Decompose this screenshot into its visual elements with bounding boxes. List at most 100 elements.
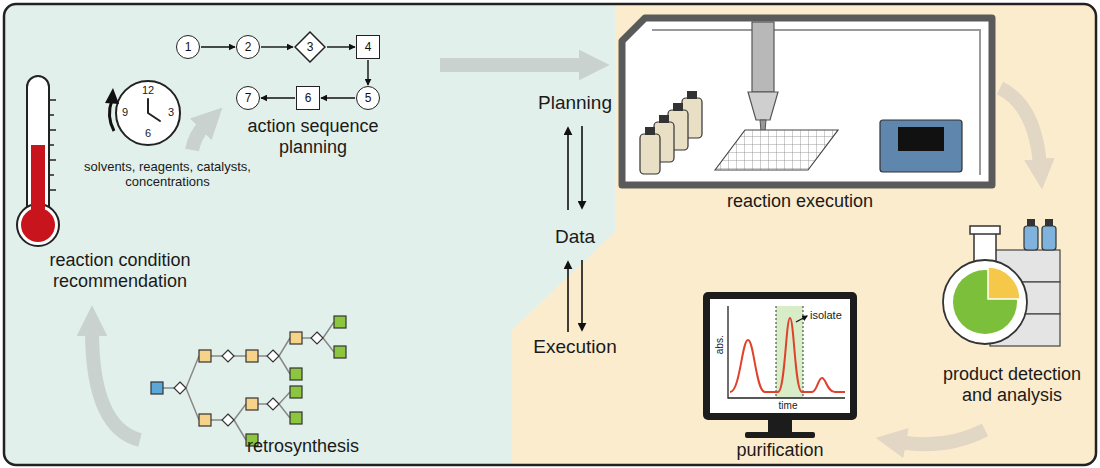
drawing-path bbox=[110, 100, 114, 131]
drawing-rect bbox=[768, 420, 792, 432]
flow-arrow bbox=[327, 46, 355, 47]
thermometer-icon bbox=[17, 76, 59, 246]
retrosynthesis-tree bbox=[151, 316, 346, 446]
drawing-rect bbox=[246, 350, 258, 362]
decision-diamond: 3 bbox=[294, 31, 326, 63]
drawing-rect bbox=[970, 226, 1000, 234]
step-circle: 5 bbox=[356, 86, 380, 110]
drawing-rect bbox=[199, 350, 211, 362]
drawing-path bbox=[174, 382, 186, 394]
step-label: product detection and analysis bbox=[928, 364, 1096, 405]
clock-number: 3 bbox=[164, 106, 178, 119]
drawing-path bbox=[311, 332, 323, 344]
step-label: reaction condition recommendation bbox=[10, 250, 230, 291]
drawing-g bbox=[174, 332, 323, 426]
process-box: 6 bbox=[296, 86, 320, 110]
diamond-shape bbox=[295, 32, 325, 62]
drawing-rect bbox=[246, 398, 258, 410]
drawing-rect bbox=[673, 103, 683, 111]
process-box: 4 bbox=[356, 35, 380, 59]
drawing-rect bbox=[898, 127, 944, 151]
phase-label: Data bbox=[525, 226, 625, 248]
drawing-circle bbox=[17, 204, 59, 246]
drawing-path bbox=[730, 318, 845, 392]
step-label: purification bbox=[710, 440, 850, 461]
drawing-path bbox=[440, 58, 585, 72]
drawing-rect bbox=[199, 414, 211, 426]
robot-enclosure bbox=[622, 18, 992, 185]
flow-arrow bbox=[201, 46, 235, 47]
axis-label: time bbox=[768, 400, 808, 412]
phase-label: Planning bbox=[525, 92, 625, 114]
drawing-path bbox=[567, 262, 569, 332]
drawing-rect bbox=[1045, 219, 1053, 226]
drawing-path bbox=[900, 430, 985, 444]
drawing-rect bbox=[151, 382, 163, 394]
step-number: 7 bbox=[245, 92, 252, 104]
drawing-rect bbox=[1024, 226, 1038, 250]
drawing-rect bbox=[290, 332, 302, 344]
drawing-path bbox=[581, 126, 583, 208]
flow-arrow bbox=[261, 97, 295, 98]
drawing-g bbox=[199, 332, 302, 426]
drawing-path bbox=[652, 30, 980, 175]
reagent-note: solvents, reagents, catalysts, concentra… bbox=[80, 160, 255, 190]
drawing-rect bbox=[880, 120, 962, 172]
step-label: action sequence planning bbox=[228, 116, 398, 157]
drawing-path bbox=[1000, 88, 1040, 165]
drawing-path bbox=[581, 260, 583, 330]
drawing-rect bbox=[290, 386, 302, 398]
step-number: 4 bbox=[365, 41, 372, 53]
drawing-rect bbox=[4, 4, 1096, 465]
step-number: 1 bbox=[185, 41, 192, 53]
drawing-path bbox=[796, 316, 807, 322]
drawing-path bbox=[148, 99, 160, 121]
drawing-circle bbox=[21, 208, 55, 242]
step-label: retrosynthesis bbox=[228, 436, 378, 457]
step-circle: 7 bbox=[236, 86, 260, 110]
drawing-rect bbox=[687, 91, 697, 99]
drawing-path bbox=[49, 100, 56, 190]
drawing-rect bbox=[752, 22, 774, 92]
drawing-rect bbox=[334, 346, 346, 358]
drawing-path bbox=[163, 322, 334, 440]
phase-label: Execution bbox=[525, 336, 625, 358]
drawing-rect bbox=[290, 368, 302, 380]
step-number: 5 bbox=[365, 92, 372, 104]
flow-arrow bbox=[367, 60, 368, 85]
drawing-rect bbox=[745, 432, 815, 438]
drawing-path bbox=[715, 130, 838, 170]
clock-icon bbox=[105, 81, 180, 145]
drawing-path bbox=[748, 92, 778, 120]
drawing-path bbox=[192, 125, 205, 150]
flow-arrow bbox=[321, 97, 355, 98]
flow-arrow bbox=[261, 46, 293, 47]
drawing-path bbox=[4, 4, 615, 465]
drawing-g bbox=[645, 91, 697, 135]
drawing-path bbox=[567, 128, 569, 210]
drawing-g bbox=[640, 98, 702, 174]
drawing-path bbox=[222, 414, 234, 426]
step-label: reaction execution bbox=[690, 191, 910, 212]
clock-number: 6 bbox=[141, 127, 155, 140]
drawing-circle bbox=[116, 81, 180, 145]
annotation-label: isolate bbox=[810, 309, 855, 322]
monitor-chromatogram bbox=[703, 292, 857, 438]
drawing-rect bbox=[640, 134, 660, 174]
drawing-rect bbox=[4, 4, 1096, 465]
step-circle: 1 bbox=[176, 35, 200, 59]
clock-number: 9 bbox=[118, 106, 132, 119]
drawing-path bbox=[105, 88, 119, 104]
drawing-rect bbox=[27, 76, 49, 226]
drawing-path bbox=[267, 350, 279, 362]
drawing-rect bbox=[334, 316, 346, 328]
drawing-g bbox=[246, 316, 346, 446]
step-number: 2 bbox=[245, 41, 252, 53]
axis-label: abs. bbox=[714, 330, 726, 360]
step-number: 3 bbox=[307, 41, 314, 53]
drawing-path bbox=[92, 330, 140, 440]
step-number: 6 bbox=[305, 92, 312, 104]
drawing-circle bbox=[943, 260, 1027, 344]
